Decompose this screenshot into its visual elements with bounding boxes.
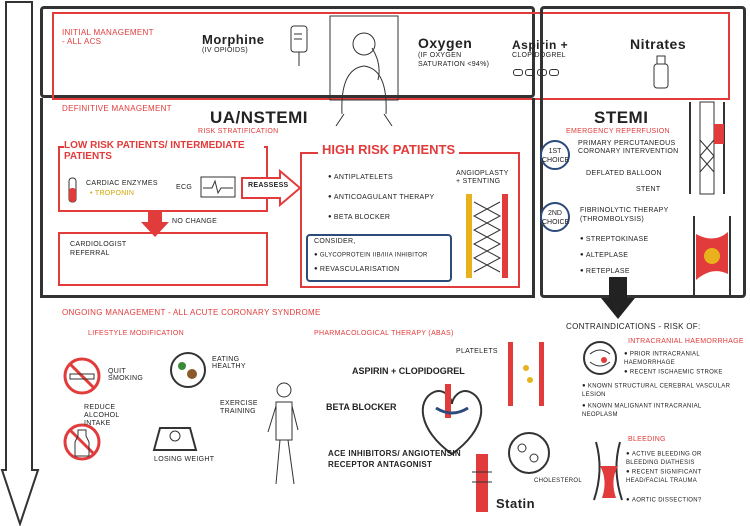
lifestyle-title: Lifestyle modification — [88, 330, 184, 337]
reassess-label: Reassess — [248, 182, 289, 189]
stent-vessel-icon — [466, 194, 508, 278]
losing-weight: Losing weight — [154, 456, 215, 463]
pills-icon — [512, 63, 602, 81]
timeline-arrow — [0, 1, 40, 526]
bleed-title: Bleeding — [628, 436, 666, 443]
no-alcohol-icon — [63, 423, 101, 461]
cardiac-enzymes: Cardiac enzymes — [86, 180, 158, 187]
aspirin-ongoing: Aspirin + Clopidogrel — [352, 366, 465, 376]
bleed-item-0: Active bleeding or bleeding diathesis — [626, 450, 736, 467]
eating-healthy: Eating healthy — [212, 356, 246, 370]
initial-management-inner — [52, 12, 730, 100]
ua-nstemi-title: UA/NSTEMI — [210, 108, 308, 127]
no-change-label: No change — [172, 218, 218, 225]
drug-2: Reteplase — [580, 268, 630, 275]
aspirin-initial: Aspirin + clopidogrel — [512, 38, 602, 81]
haem-title: Intracranial haemorrhage — [628, 338, 744, 345]
bleeding-vessel-icon — [593, 441, 623, 501]
oxygen-title: Oxygen — [418, 35, 473, 51]
beta-blocker-ongoing: Beta blocker — [326, 402, 397, 412]
quit-smoking: Quit smoking — [108, 368, 144, 382]
haem-item-0: Prior intracranial haemorrhage — [624, 350, 736, 367]
morphine-title: Morphine — [202, 32, 265, 47]
balloon-label: Deflated balloon — [586, 170, 662, 177]
consider-item-1: Revascularisation — [314, 266, 399, 273]
high-risk-title: High risk patients — [318, 142, 460, 157]
initial-title: Initial management - all ACS — [62, 28, 154, 46]
iv-bag-icon — [290, 25, 308, 66]
ecg-label: ECG — [176, 184, 193, 191]
bleed-item-2: Aortic dissection? — [626, 496, 736, 505]
morphine-sub: (IV opioids) — [202, 47, 248, 54]
stemi-subtitle: Emergency reperfusion — [566, 128, 670, 135]
consider-label: Consider, — [314, 238, 356, 245]
aspirin-sub: clopidogrel — [512, 52, 566, 59]
pharm-title: Pharmacological therapy (ABAS) — [314, 330, 454, 337]
definitive-box — [40, 98, 535, 298]
second-choice-badge: 2nd choice — [540, 202, 570, 232]
high-item-2: Beta blocker — [328, 214, 390, 221]
no-smoking-icon — [63, 357, 101, 395]
aspirin-title: Aspirin + — [512, 38, 569, 52]
drug-0: Streptokinase — [580, 236, 648, 243]
weight-scale-icon — [152, 427, 198, 451]
heart-icon — [421, 384, 483, 456]
platelet-vessel-icon — [508, 342, 544, 406]
stemi-down-arrow — [601, 277, 635, 319]
definitive-title: Definitive management — [62, 104, 172, 113]
cholesterol-label: Cholesterol — [534, 478, 582, 484]
haem-item-3: Known malignant intracranial neoplasm — [582, 402, 732, 419]
artery-icon — [472, 454, 492, 512]
exercise-training: Exercise training — [220, 400, 258, 415]
ecg-icon — [200, 176, 236, 198]
risk-strat: Risk stratification — [198, 128, 279, 135]
high-item-0: Antiplatelets — [328, 174, 393, 181]
ongoing-title: Ongoing management - all acute coronary … — [62, 308, 321, 317]
clot-vessel-icon — [693, 216, 731, 296]
ace-label: ACE inhibitors/ Angiotensin receptor ant… — [328, 449, 461, 469]
reduce-alcohol: Reduce alcohol intake — [84, 404, 120, 427]
oxygen: Oxygen (if oxygen saturation <94%) — [418, 35, 508, 69]
morphine: Morphine (IV opioids) — [202, 32, 292, 54]
nitrates-title: Nitrates — [630, 36, 687, 52]
first-choice-label: 1st choice — [542, 148, 570, 164]
initial-management-box — [40, 6, 535, 98]
pci-label: Primary percutaneous coronary interventi… — [578, 140, 679, 155]
pci-vessel-icon — [689, 101, 725, 195]
first-choice-badge: 1st choice — [540, 140, 570, 170]
cardiologist-box — [58, 232, 268, 286]
troponin: • Troponin — [90, 190, 135, 197]
stent-label: Stent — [636, 186, 661, 193]
cholesterol-cell-icon — [508, 432, 550, 474]
low-risk-title: Low risk patients/ Intermediate patients — [64, 140, 264, 162]
platelets-label: Platelets — [456, 348, 498, 355]
second-choice-label: 2nd choice — [542, 210, 570, 226]
stemi-title: STEMI — [594, 108, 649, 127]
haem-item-1: Recent ischaemic stroke — [624, 368, 736, 377]
high-item-1: Anticoagulant therapy — [328, 194, 434, 201]
consider-item-0: Glycoprotein IIb/IIIa inhibitor — [314, 252, 428, 259]
brain-icon — [583, 341, 617, 375]
consider-box — [306, 234, 452, 282]
oxygen-sub: (if oxygen saturation <94%) — [418, 52, 490, 68]
blood-tube-icon — [68, 177, 77, 203]
cardiologist-referral: Cardiologist referral — [70, 241, 127, 257]
person-exercising-icon — [267, 382, 299, 485]
statin-label: Statin — [496, 496, 536, 511]
contra-title: Contraindications - risk of: — [566, 322, 701, 331]
no-change-arrow — [141, 211, 169, 237]
reassess-arrow — [241, 168, 302, 208]
bleed-item-1: Recent significant head/facial trauma — [626, 468, 736, 485]
spray-bottle-icon — [653, 55, 669, 89]
angioplasty-label: Angioplasty + stenting — [456, 170, 509, 185]
drug-1: Alteplase — [580, 252, 628, 259]
fibrinolytic-label: Fibrinolytic therapy (thrombolysis) — [580, 207, 669, 223]
haem-item-2: Known structural cerebral vascular lesio… — [582, 382, 732, 399]
healthy-plate-icon — [170, 352, 206, 388]
patient-in-bed-icon — [329, 15, 399, 127]
